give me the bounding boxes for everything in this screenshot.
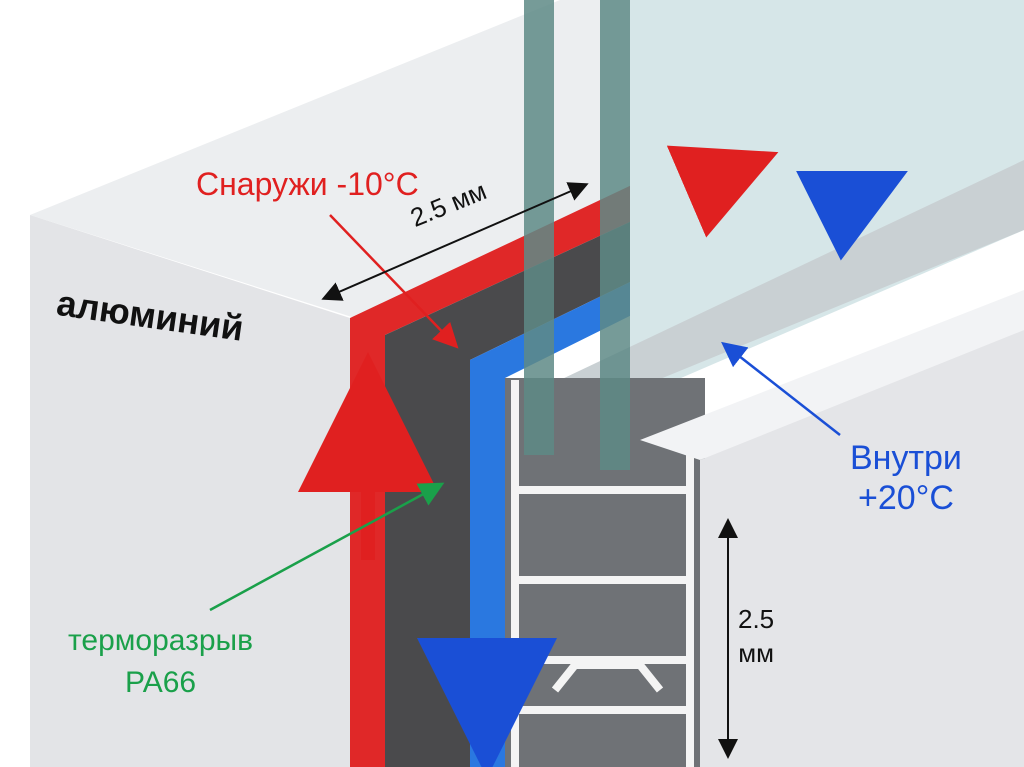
spacer-strip <box>560 160 1024 420</box>
inside-label-line1: Внутри <box>850 439 962 477</box>
side-dimension-unit: мм <box>738 638 774 668</box>
thermal-break-pointer-arrow <box>209 482 445 612</box>
inside-temperature-label: Внутри +20°C <box>850 438 962 518</box>
aluminum-front-face <box>30 215 350 767</box>
side-dimension-label: 2.5 мм <box>738 602 774 670</box>
glass-pane-inner <box>600 0 630 470</box>
right-frame-face <box>700 330 1024 767</box>
blue-flow-arrow-diag <box>796 171 908 261</box>
outside-temperature-label: Снаружи -10°C <box>196 166 419 202</box>
glass-pane-outer <box>524 0 554 455</box>
red-flow-arrow-diag <box>666 145 779 238</box>
side-dimension-value: 2.5 <box>738 604 775 634</box>
right-frame-top <box>640 290 1024 460</box>
thermal-break-line1: терморазрыв <box>68 624 254 657</box>
top-dimension-line <box>321 182 589 301</box>
thermal-break-label: терморазрыв PA66 <box>68 620 253 704</box>
inside-pointer-arrow <box>721 341 841 436</box>
thermal-break-line2: PA66 <box>124 666 197 699</box>
inside-label-line2: +20°C <box>858 479 954 517</box>
